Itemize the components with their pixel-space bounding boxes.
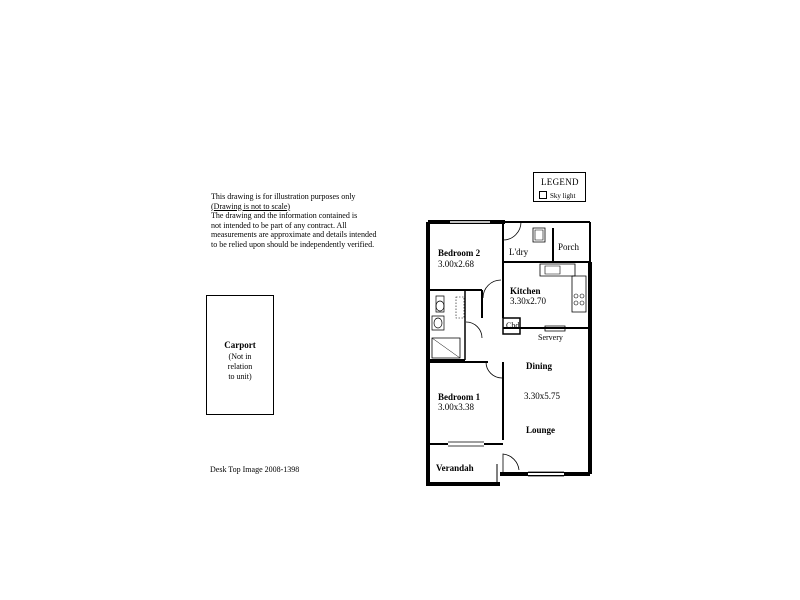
carport-note: (Not in relation to unit) — [207, 352, 273, 382]
carport-title: Carport — [224, 340, 256, 350]
vanity — [455, 296, 465, 319]
bed1-door-arc — [485, 361, 503, 379]
room-label-servery: Servery — [538, 333, 563, 342]
disclaimer-line: not intended to be part of any contract.… — [211, 220, 347, 230]
south-window-lines — [528, 471, 564, 477]
room-label-porch: Porch — [558, 242, 579, 252]
legend-box: LEGEND Sky light — [533, 172, 586, 202]
room-label-dining: Dining — [526, 361, 553, 371]
kitchen-sink — [544, 265, 561, 275]
skylight-icon — [539, 191, 547, 199]
room-label-kitchen: Kitchen — [510, 286, 541, 296]
room-label-bedroom1: Bedroom 1 — [438, 392, 481, 402]
laundry-tub-inner — [534, 229, 544, 241]
room-size-kitchen: 3.30x2.70 — [510, 296, 546, 306]
cooktop-burner — [573, 300, 579, 306]
shower-diagonal — [431, 337, 461, 359]
room-size-bedroom1: 3.00x3.38 — [438, 402, 474, 412]
room-label-laundry: L'dry — [509, 247, 529, 257]
disclaimer-line: measurements are approximate and details… — [211, 230, 377, 240]
disclaimer-line: to be relied upon should be independentl… — [211, 239, 375, 249]
image-credit: Desk Top Image 2008-1398 — [210, 465, 300, 474]
bed1-window-lines — [448, 441, 484, 447]
room-size-bedroom2: 3.00x2.68 — [438, 259, 474, 269]
legend-title: LEGEND — [541, 177, 579, 187]
carport-note-line: to unit) — [228, 372, 252, 381]
hall-door-arc — [482, 279, 502, 299]
cooktop-burner — [573, 293, 579, 299]
carport-box: Carport (Not in relation to unit) — [206, 295, 274, 415]
basin — [431, 315, 445, 331]
room-label-lounge: Lounge — [526, 425, 556, 435]
front-door-arc — [502, 453, 520, 474]
bath-door-arc — [465, 321, 483, 339]
kitchen-side-bench — [571, 275, 587, 313]
disclaimer-line: This drawing is for illustration purpose… — [211, 192, 356, 201]
room-size-dining-lounge: 3.30x5.75 — [524, 391, 560, 401]
cooktop-burner — [579, 300, 585, 306]
carport-note-line: (Not in — [228, 352, 252, 361]
servery-counter — [544, 325, 566, 332]
basin-bowl — [433, 317, 443, 329]
carport-note-line: relation — [227, 362, 253, 371]
laundry-tub — [532, 227, 546, 243]
laundry-door-arc — [502, 221, 522, 241]
legend-item-skylight: Sky light — [539, 191, 575, 200]
cooktop-burner — [579, 293, 585, 299]
room-label-cupboard: Cbd — [506, 321, 520, 330]
room-label-bedroom2: Bedroom 2 — [438, 248, 481, 258]
toilet-bowl — [435, 300, 445, 312]
disclaimer-line: The drawing and the information containe… — [211, 211, 358, 221]
room-label-verandah: Verandah — [436, 463, 474, 473]
legend-item-label: Sky light — [550, 192, 576, 200]
disclaimer-line: (Drawing is not to scale) — [211, 201, 291, 211]
cupboard-box — [502, 317, 521, 335]
disclaimer-text: This drawing is for illustration purpose… — [211, 192, 401, 250]
